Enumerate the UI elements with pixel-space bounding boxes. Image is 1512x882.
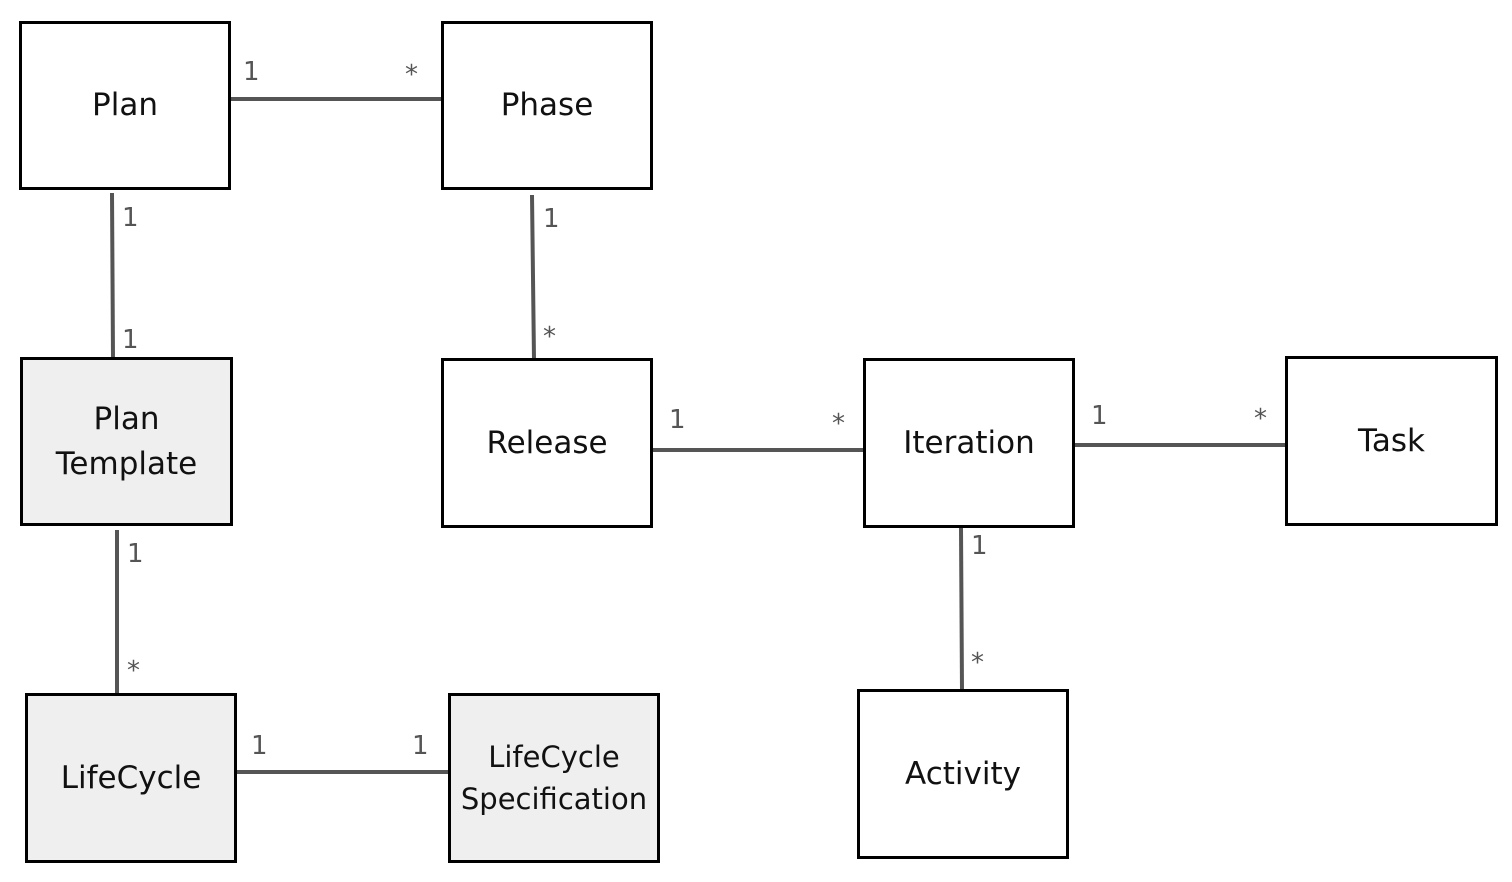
plan-plan-template-multiplicity-from: 1 — [122, 203, 139, 233]
release-iteration-multiplicity-to: * — [832, 409, 845, 439]
plan-plan-template-line — [110, 192, 115, 359]
class-plan[interactable]: Plan — [19, 21, 231, 190]
plan-plan-template-multiplicity-to: 1 — [122, 325, 139, 355]
phase-release-multiplicity-from: 1 — [543, 204, 560, 234]
release-iteration-multiplicity-from: 1 — [669, 405, 686, 435]
class-lifecycle-specification[interactable]: LifeCycle Specification — [448, 693, 660, 863]
iteration-activity-multiplicity-from: 1 — [971, 531, 988, 561]
phase-release-multiplicity-to: * — [543, 322, 556, 352]
iteration-activity-line — [959, 527, 964, 692]
plan-template-lifecycle-multiplicity-from: 1 — [127, 539, 144, 569]
class-phase[interactable]: Phase — [441, 21, 653, 190]
iteration-activity-multiplicity-to: * — [971, 648, 984, 678]
class-release[interactable]: Release — [441, 358, 653, 528]
phase-release-line — [530, 194, 536, 361]
iteration-task-multiplicity-to: * — [1254, 404, 1267, 434]
iteration-task-multiplicity-from: 1 — [1091, 401, 1108, 431]
class-activity[interactable]: Activity — [857, 689, 1069, 859]
plan-phase-multiplicity-from: 1 — [243, 57, 260, 87]
lifecycle-lifecycle-specification-multiplicity-to: 1 — [412, 731, 429, 761]
plan-phase-multiplicity-to: * — [405, 60, 418, 90]
lifecycle-lifecycle-specification-multiplicity-from: 1 — [251, 731, 268, 761]
class-plan-template[interactable]: Plan Template — [20, 357, 233, 526]
class-iteration[interactable]: Iteration — [863, 358, 1075, 528]
class-lifecycle[interactable]: LifeCycle — [25, 693, 237, 863]
class-task[interactable]: Task — [1285, 356, 1498, 526]
plan-template-lifecycle-multiplicity-to: * — [127, 656, 140, 686]
